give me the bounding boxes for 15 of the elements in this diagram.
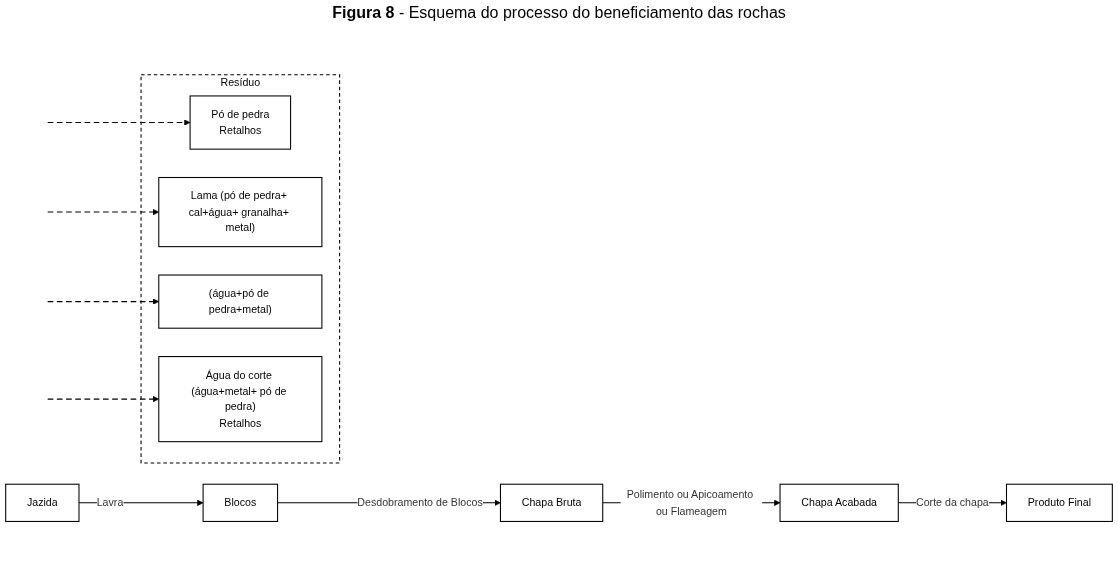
edge-label: Lavra [96, 496, 124, 509]
node-box: Água do corte (água+metal+ pó de pedra) Retalhos [158, 356, 323, 443]
node-box: Pó de pedra Retalhos [189, 95, 292, 151]
figure-title: Figura 8 - Esquema do processo do beneficiamento das rochas [331, 4, 787, 22]
node-box: Jazida [5, 484, 80, 523]
edge-label: Polimento ou Apicoamento ou Flameagem [626, 488, 754, 517]
node-box: Chapa Bruta [499, 484, 604, 523]
node-box: Chapa Acabada [779, 484, 899, 523]
node-box: Produto Final [1005, 484, 1113, 523]
node-box: Lama (pó de pedra+ cal+água+ granalha+ metal) [158, 177, 323, 248]
node-box: Blocos [202, 484, 279, 523]
edge-label: Desdobramento de Blocos [357, 496, 483, 509]
node-box: (água+pó de pedra+metal) [158, 274, 323, 330]
arrow [47, 119, 191, 127]
edge-label: Corte da chapa [916, 496, 989, 509]
